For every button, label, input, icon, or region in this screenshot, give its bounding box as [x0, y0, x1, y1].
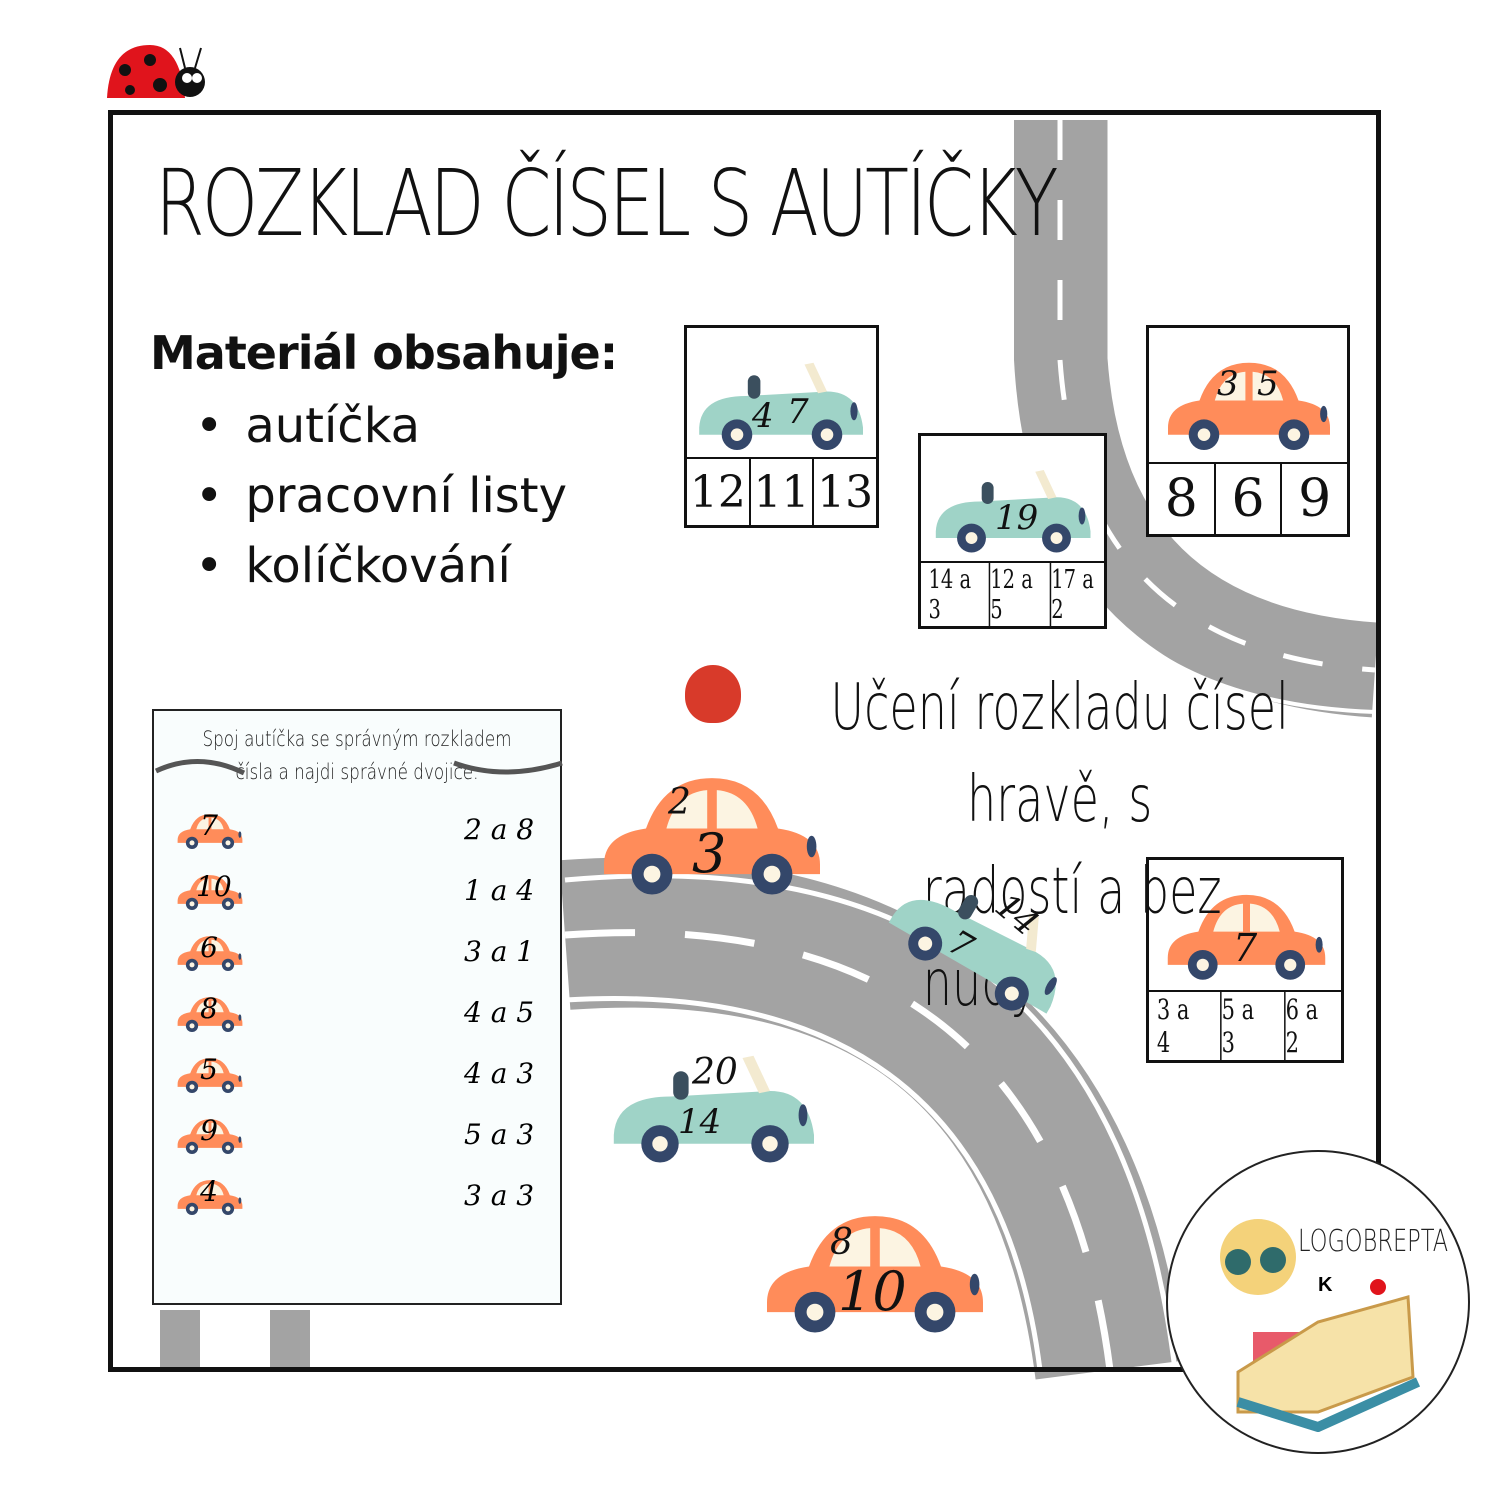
car-number: 4	[752, 396, 774, 436]
worksheet-row: 10 1 a 4	[174, 870, 534, 920]
pair-option[interactable]: 4 a 5	[464, 996, 535, 1029]
answer-option[interactable]: 13	[812, 459, 876, 525]
worksheet-row: 9 5 a 3	[174, 1114, 534, 1164]
pair-option[interactable]: 1 a 4	[464, 874, 535, 907]
car-number: 2	[668, 782, 691, 823]
car-number: 3	[1217, 364, 1239, 404]
answer-option[interactable]: 14 a 3	[928, 564, 972, 625]
car-number: 19	[995, 498, 1039, 538]
car-number: 14	[678, 1102, 722, 1142]
worksheet-row: 7 2 a 8	[174, 809, 534, 859]
answer-option[interactable]: 8	[1164, 469, 1198, 529]
car-number: 8	[200, 992, 218, 1025]
car-number: 3	[692, 822, 727, 885]
answer-option[interactable]: 17 a 2	[1050, 563, 1096, 626]
car-number: 9	[200, 1114, 218, 1147]
answer-option[interactable]: 9	[1280, 464, 1347, 534]
answer-option[interactable]: 6 a 2	[1284, 992, 1333, 1060]
car-number: 7	[1233, 926, 1258, 970]
slogan-line: Učení rozkladu čísel hravě, s	[830, 671, 1289, 837]
pair-option[interactable]: 2 a 8	[464, 813, 535, 846]
clip-card: 4 7 12 11 13	[684, 325, 879, 528]
answer-option[interactable]: 11	[748, 459, 813, 525]
materials-item: autíčka	[195, 398, 420, 454]
ladybug-icon	[685, 665, 741, 723]
road-decoration	[154, 759, 563, 776]
worksheet-title-line: čísla a najdi správné dvojice.	[235, 760, 479, 784]
car-number: 6	[200, 931, 218, 964]
pair-option[interactable]: 3 a 1	[464, 935, 535, 968]
answer-option[interactable]: 6	[1213, 464, 1281, 534]
teal-car-icon	[692, 350, 872, 460]
car-number: 5	[1257, 364, 1279, 404]
materials-item: kolíčkování	[195, 538, 511, 594]
car-number: 10	[838, 1260, 907, 1323]
answer-option[interactable]: 12	[689, 466, 746, 518]
worksheet-row: 4 3 a 3	[174, 1175, 534, 1225]
slogan-line: radostí a bez nudy.	[922, 855, 1222, 1021]
answer-option[interactable]: 12 a 5	[988, 563, 1034, 626]
clip-card: 3 5 8 6 9	[1146, 325, 1350, 537]
answer-option[interactable]: 5 a 3	[1219, 992, 1269, 1060]
clip-card: 19 14 a 3 12 a 5 17 a 2	[918, 433, 1107, 629]
logo-letter: K	[1318, 1274, 1333, 1296]
materials-item: pracovní listy	[195, 468, 567, 524]
worksheet-title-line: Spoj autíčka se správným rozkladem	[202, 727, 512, 751]
car-number: 4	[200, 1175, 218, 1208]
car-number: 7	[787, 392, 809, 432]
pair-option[interactable]: 5 a 3	[464, 1118, 535, 1151]
pair-option[interactable]: 4 a 3	[464, 1057, 535, 1090]
answer-option[interactable]: 3 a 4	[1156, 993, 1190, 1059]
clip-card: 7 3 a 4 5 a 3 6 a 2	[1146, 857, 1344, 1063]
worksheet-row: 6 3 a 1	[174, 931, 534, 981]
car-number: 8	[830, 1222, 853, 1263]
car-number: 5	[200, 1053, 218, 1086]
page-frame	[108, 110, 1381, 1372]
worksheet-preview: Spoj autíčka se správným rozkladem čísla…	[152, 709, 563, 1305]
logobrepta-logo: LOGOBREPTA K	[1166, 1150, 1470, 1454]
worksheet-title: Spoj autíčka se správným rozkladem čísla…	[195, 723, 520, 789]
ladybug-icon	[107, 45, 205, 98]
orange-car-icon	[1159, 350, 1339, 460]
logo-text: LOGOBREPTA	[1298, 1224, 1449, 1259]
worksheet-row: 5 4 a 3	[174, 1053, 534, 1103]
slogan: Učení rozkladu čísel hravě, s radostí a …	[786, 662, 1333, 1030]
materials-heading: Materiál obsahuje:	[150, 326, 618, 380]
car-number: 7	[200, 809, 218, 842]
car-number: 20	[692, 1052, 738, 1093]
pair-option[interactable]: 3 a 3	[464, 1179, 535, 1212]
worksheet-row: 8 4 a 5	[174, 992, 534, 1042]
page-title: ROZKLAD ČÍSEL S AUTÍČKY	[155, 150, 1059, 257]
girl-reading-illustration	[1220, 1219, 1421, 1432]
car-number: 10	[196, 870, 232, 903]
